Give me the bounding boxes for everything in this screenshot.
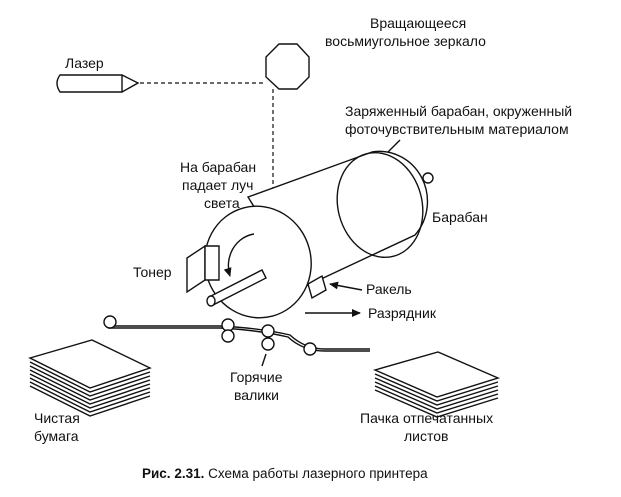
figure-number: Рис. 2.31.	[142, 466, 204, 481]
printed-sheets-label-line1: Пачка отпечатанных	[360, 410, 493, 426]
discharger-label: Разрядник	[368, 305, 437, 321]
printed-paper-stack	[372, 351, 501, 418]
blade-label: Ракель	[366, 281, 412, 297]
laser-icon	[56, 74, 140, 93]
charged-drum-label-line2: фоточувствительным материалом	[345, 121, 569, 137]
beam-label-line1: На барабан	[180, 159, 256, 175]
laser-label: Лазер	[65, 55, 104, 71]
toner-icon	[186, 244, 220, 294]
figure-caption: Рис. 2.31. Схема работы лазерного принте…	[142, 466, 428, 481]
clean-paper-label-line1: Чистая	[34, 410, 80, 426]
beam-label-line2: падает луч	[182, 177, 253, 193]
charged-drum-label-line1: Заряженный барабан, окруженный	[345, 103, 572, 119]
mirror-label-line2: восьмиугольное зеркало	[325, 33, 486, 49]
clean-paper-label-line2: бумага	[34, 428, 79, 444]
beam-label-line3: света	[204, 195, 240, 211]
hot-rollers-label-line2: валики	[234, 387, 279, 403]
hot-rollers-label-line1: Горячие	[230, 369, 283, 385]
toner-label: Тонер	[133, 264, 172, 280]
figure-caption-text: Схема работы лазерного принтера	[204, 466, 428, 481]
printed-sheets-label-line2: листов	[404, 428, 448, 444]
octagonal-mirror-icon	[265, 43, 310, 90]
blade-pointer	[329, 281, 363, 291]
drum-cylinder	[204, 150, 434, 319]
mirror-label-line1: Вращающееся	[370, 15, 466, 31]
clean-paper-stack	[28, 339, 152, 417]
drum-label: Барабан	[432, 209, 488, 225]
blade-icon	[307, 274, 327, 300]
rollers	[103, 315, 317, 356]
